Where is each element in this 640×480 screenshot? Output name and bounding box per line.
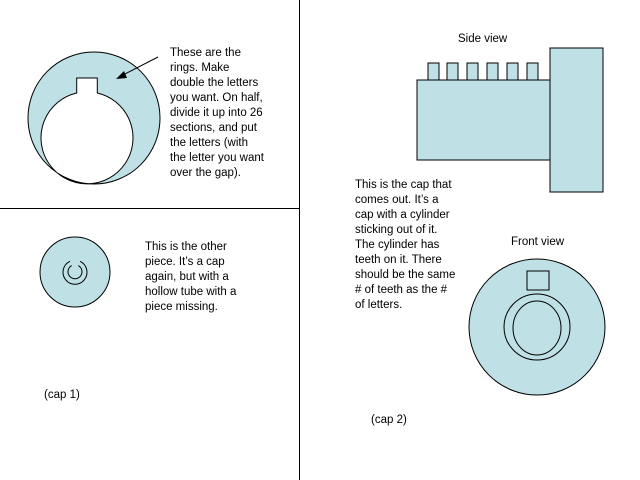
- pointer-arrow: [116, 56, 159, 79]
- tooth-2: [446, 62, 459, 81]
- side-view-title: Side view: [458, 33, 508, 45]
- tooth-3: [466, 62, 479, 81]
- tooth-6: [526, 62, 539, 81]
- ring-shape: [27, 51, 161, 185]
- tooth-1: [427, 62, 440, 81]
- front-view-title: Front view: [511, 236, 565, 248]
- cylinder-teeth: [427, 62, 539, 81]
- cap1-label: (cap 1): [44, 389, 80, 401]
- tooth-5: [506, 62, 519, 81]
- cap1-shape: [39, 236, 111, 308]
- cap2-note: This is the cap that comes out. It’s a c…: [355, 179, 456, 311]
- rings-note: These are the rings. Make double the let…: [170, 47, 264, 179]
- tooth-4: [486, 62, 499, 81]
- cap2-front-view: [468, 258, 606, 396]
- cap2-side-view: [416, 47, 604, 193]
- cap1-note: This is the other piece. It’s a cap agai…: [145, 241, 237, 313]
- cap2-label: (cap 2): [371, 414, 407, 426]
